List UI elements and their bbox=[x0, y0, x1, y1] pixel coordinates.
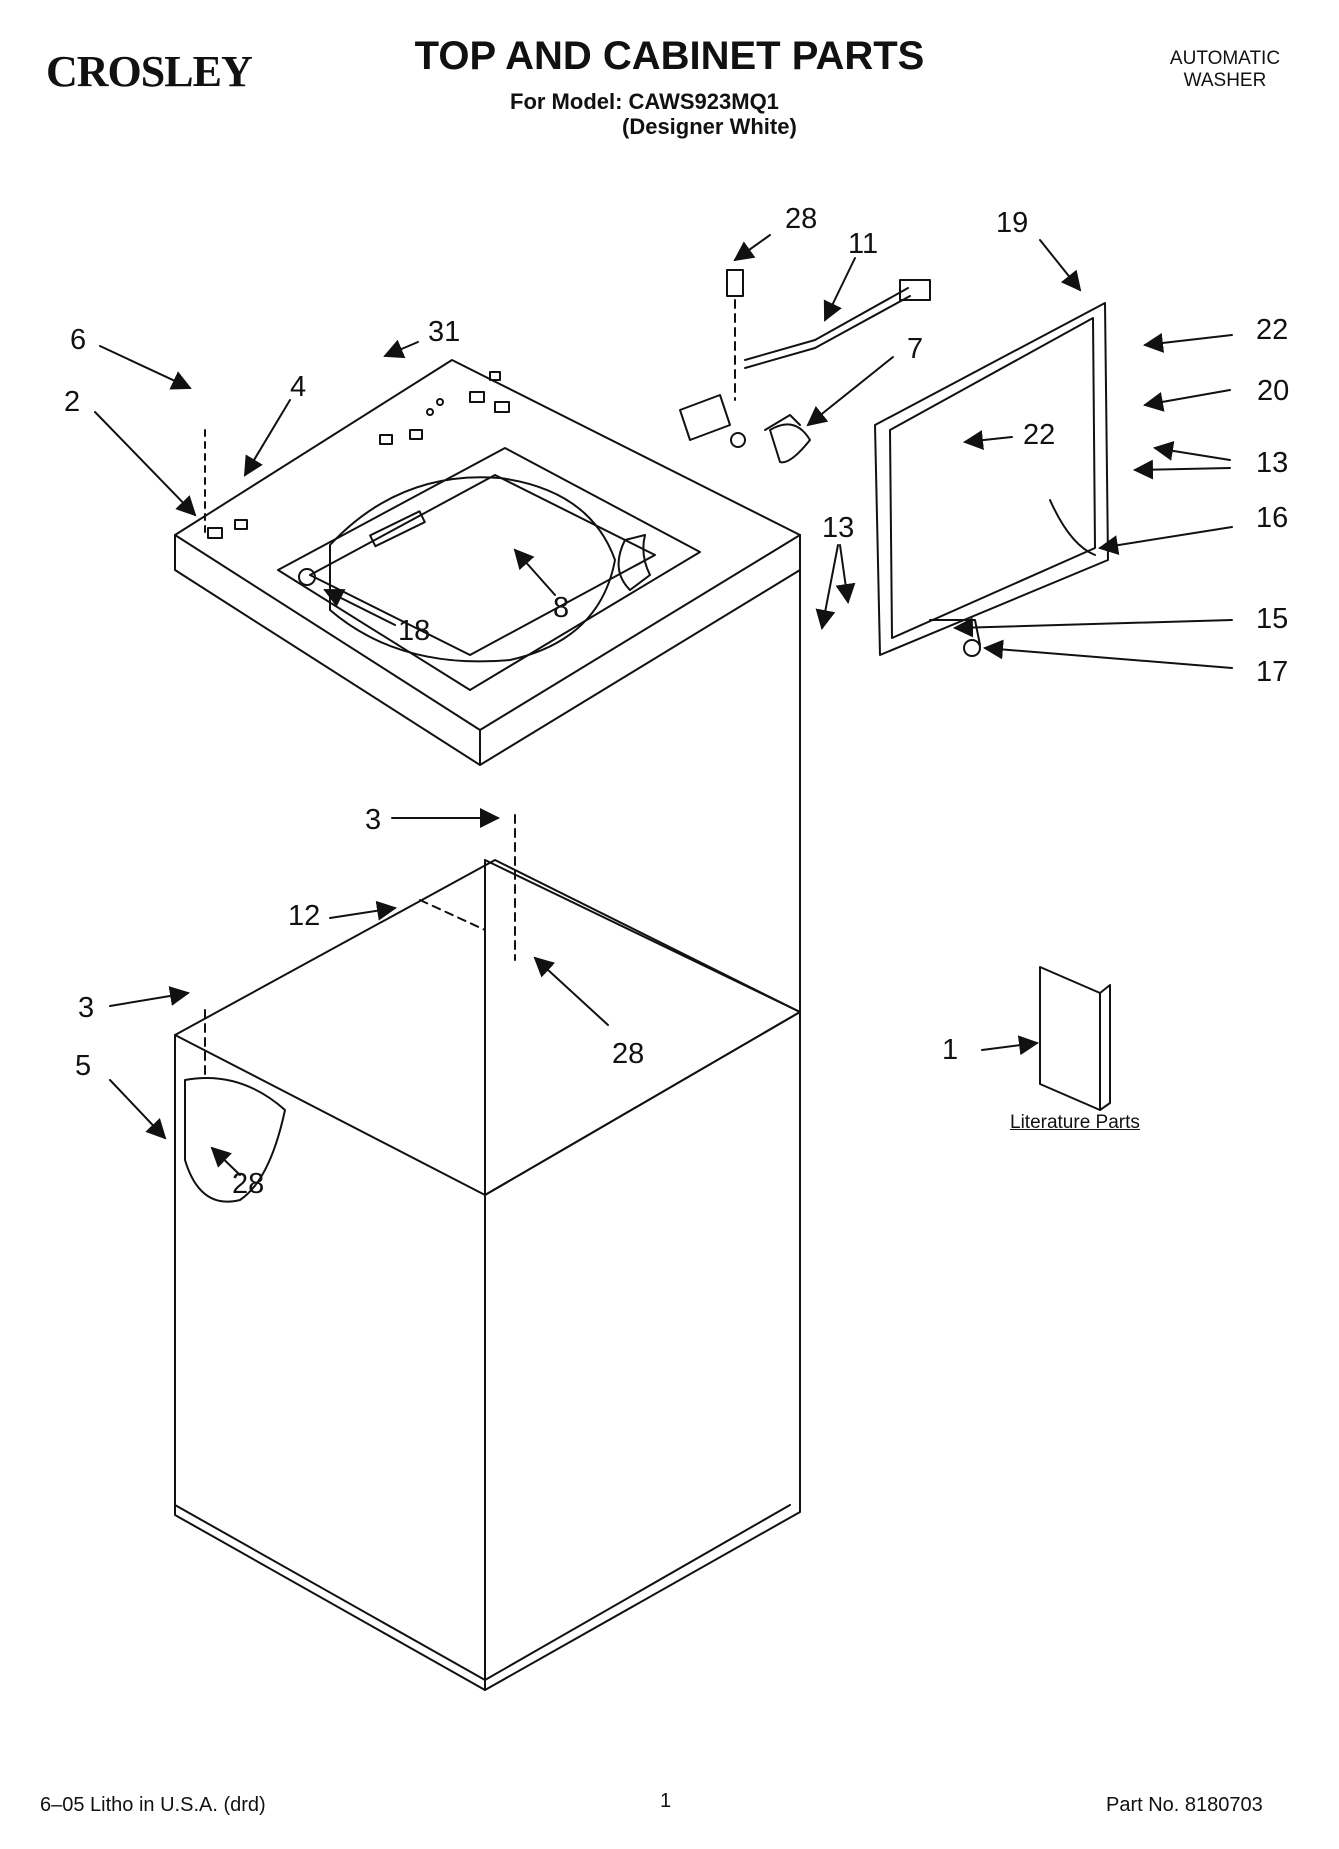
callout-28-cabinet: 28 bbox=[612, 1038, 644, 1070]
print-info: 6–05 Litho in U.S.A. (drd) bbox=[40, 1794, 266, 1816]
callout-7: 7 bbox=[907, 333, 923, 365]
callout-3-upper: 3 bbox=[365, 804, 381, 836]
callout-8: 8 bbox=[553, 592, 569, 624]
callout-16: 16 bbox=[1256, 502, 1288, 534]
page-number: 1 bbox=[660, 1790, 672, 1812]
part-number: Part No. 8180703 bbox=[1106, 1794, 1263, 1816]
callout-labels: 28 11 19 31 6 4 2 7 22 20 22 13 16 13 15… bbox=[64, 203, 1289, 1200]
appliance-type: AUTOMATIC WASHER bbox=[1140, 48, 1310, 92]
brand-logo: CROSLEY bbox=[46, 47, 253, 96]
callout-28-top: 28 bbox=[785, 203, 817, 235]
callout-13-left: 13 bbox=[822, 512, 854, 544]
callout-leaders bbox=[94, 234, 1233, 1176]
washer-cabinet bbox=[174, 534, 801, 1691]
callout-3-lower: 3 bbox=[78, 992, 94, 1024]
callout-12: 12 bbox=[288, 900, 320, 932]
appliance-line-1: AUTOMATIC bbox=[1169, 48, 1281, 69]
callout-22-inner: 22 bbox=[1023, 419, 1055, 451]
callout-2: 2 bbox=[64, 386, 80, 418]
callout-19: 19 bbox=[996, 207, 1028, 239]
appliance-line-2: WASHER bbox=[1183, 70, 1267, 91]
lid-assembly bbox=[874, 302, 1109, 657]
callout-1: 1 bbox=[942, 1034, 958, 1066]
callout-13-right: 13 bbox=[1256, 447, 1288, 479]
callout-18: 18 bbox=[398, 615, 430, 647]
model-line: For Model: CAWS923MQ1 bbox=[510, 89, 779, 114]
callout-28-corner: 28 bbox=[232, 1168, 264, 1200]
callout-5: 5 bbox=[75, 1050, 91, 1082]
lid-switch-and-harness bbox=[679, 269, 931, 464]
literature-parts-label: Literature Parts bbox=[1010, 1112, 1140, 1133]
callout-20: 20 bbox=[1257, 375, 1289, 407]
callout-11: 11 bbox=[848, 228, 878, 260]
callout-17: 17 bbox=[1256, 656, 1288, 688]
callout-6: 6 bbox=[70, 324, 86, 356]
washer-top-panel bbox=[174, 359, 801, 766]
page-title: TOP AND CABINET PARTS bbox=[414, 34, 925, 78]
literature-booklet-icon bbox=[1039, 966, 1111, 1111]
callout-15: 15 bbox=[1256, 603, 1288, 635]
callout-31: 31 bbox=[428, 316, 460, 348]
variant-line: (Designer White) bbox=[622, 114, 797, 139]
callout-22-right: 22 bbox=[1256, 314, 1288, 346]
callout-4: 4 bbox=[290, 371, 306, 403]
